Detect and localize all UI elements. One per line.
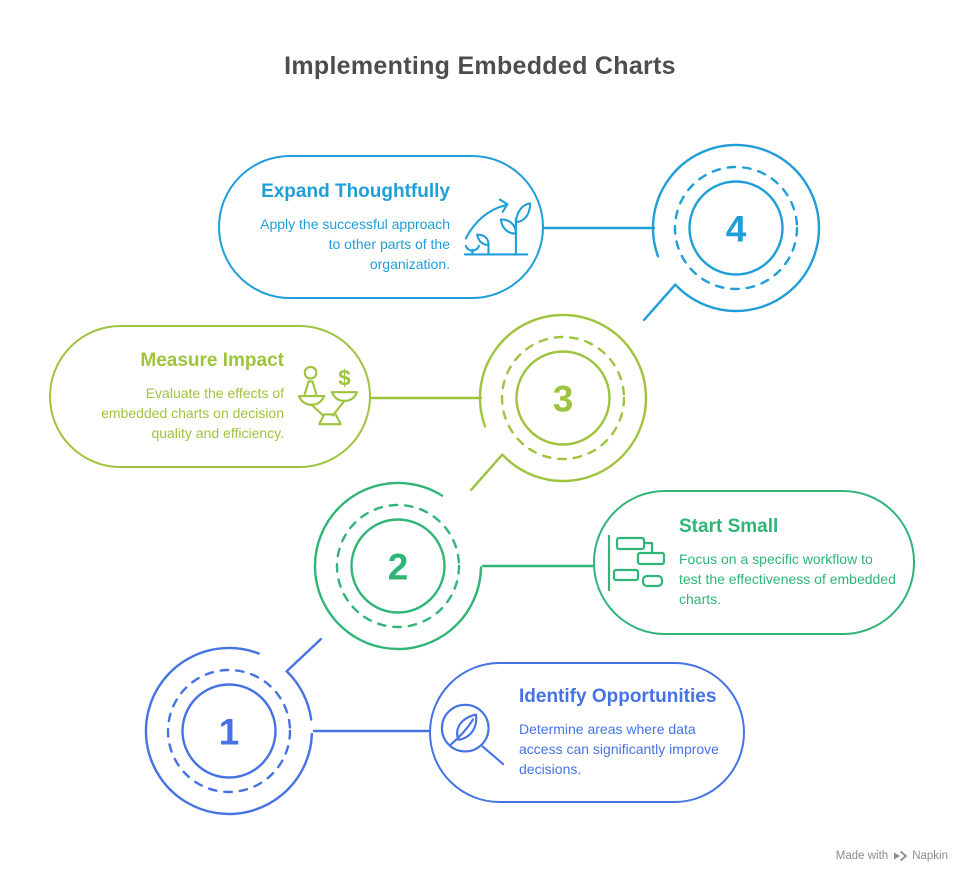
step-4-marker: 4	[542, 143, 821, 322]
step-1-dashed-ring	[166, 668, 292, 794]
step-1-outer-ring-segment	[285, 670, 313, 721]
card-identify-title: Identify Opportunities	[519, 686, 717, 707]
step-3-number: 3	[553, 379, 574, 420]
card-expand-text: Expand Thoughtfully Apply the successful…	[245, 181, 450, 274]
card-start-title: Start Small	[679, 516, 779, 537]
step-4-outer-ring	[651, 143, 821, 313]
card-measure-description: Evaluate the effects of embedded charts …	[101, 385, 284, 441]
step-2-outer-ring	[313, 481, 483, 651]
step-1-marker: 1	[144, 637, 431, 816]
card-measure-impact: Measure Impact Evaluate the effects of e…	[49, 325, 371, 468]
card-identify-text: Identify Opportunities Determine areas w…	[519, 686, 731, 779]
brand-label: Napkin	[912, 850, 948, 862]
card-expand-description: Apply the successful approach to other p…	[260, 215, 450, 272]
attribution: Made with Napkin	[836, 850, 948, 862]
card-expand-title: Expand Thoughtfully	[261, 180, 450, 202]
magnifier-leaf-icon	[440, 703, 505, 765]
step-4-dashed-ring	[673, 165, 799, 291]
step-3-inner-ring	[515, 350, 611, 446]
card-measure-title: Measure Impact	[140, 350, 284, 371]
step-4-number: 4	[726, 209, 747, 250]
gantt-chart-icon	[607, 534, 666, 591]
page-title: Implementing Embedded Charts	[284, 52, 676, 80]
step-2-marker: 2	[313, 481, 595, 651]
step-1-outer-ring	[144, 646, 314, 816]
card-expand-thoughtfully: Expand Thoughtfully Apply the successful…	[218, 155, 544, 299]
step-4-tail-line	[642, 283, 677, 322]
step-3-outer-ring	[478, 313, 648, 483]
step-3-dashed-ring	[500, 335, 626, 461]
step-2-inner-ring	[350, 518, 446, 614]
card-identify-description: Determine areas where data access can si…	[519, 721, 719, 777]
card-start-small: Start Small Focus on a specific workflow…	[593, 490, 915, 635]
step-1-tail-line	[285, 637, 323, 673]
step-2-number: 2	[388, 547, 409, 588]
step-3-tail-line	[469, 453, 504, 492]
card-start-description: Focus on a specific workflow to test the…	[679, 551, 896, 607]
card-start-text: Start Small Focus on a specific workflow…	[679, 516, 897, 609]
step-2-dashed-ring	[335, 503, 461, 629]
growth-plants-icon	[463, 198, 532, 256]
napkin-logo-icon	[894, 850, 908, 862]
step-4-inner-ring	[688, 180, 784, 276]
card-identify-opportunities: Identify Opportunities Determine areas w…	[429, 662, 745, 803]
step-1-number: 1	[219, 712, 240, 753]
step-1-inner-ring	[181, 683, 277, 779]
made-with-label: Made with	[835, 850, 889, 862]
dollar-glyph: $	[338, 365, 351, 390]
balance-scale-icon: $	[297, 365, 359, 425]
card-measure-text: Measure Impact Evaluate the effects of e…	[79, 350, 284, 443]
step-3-marker: 3	[369, 313, 648, 492]
